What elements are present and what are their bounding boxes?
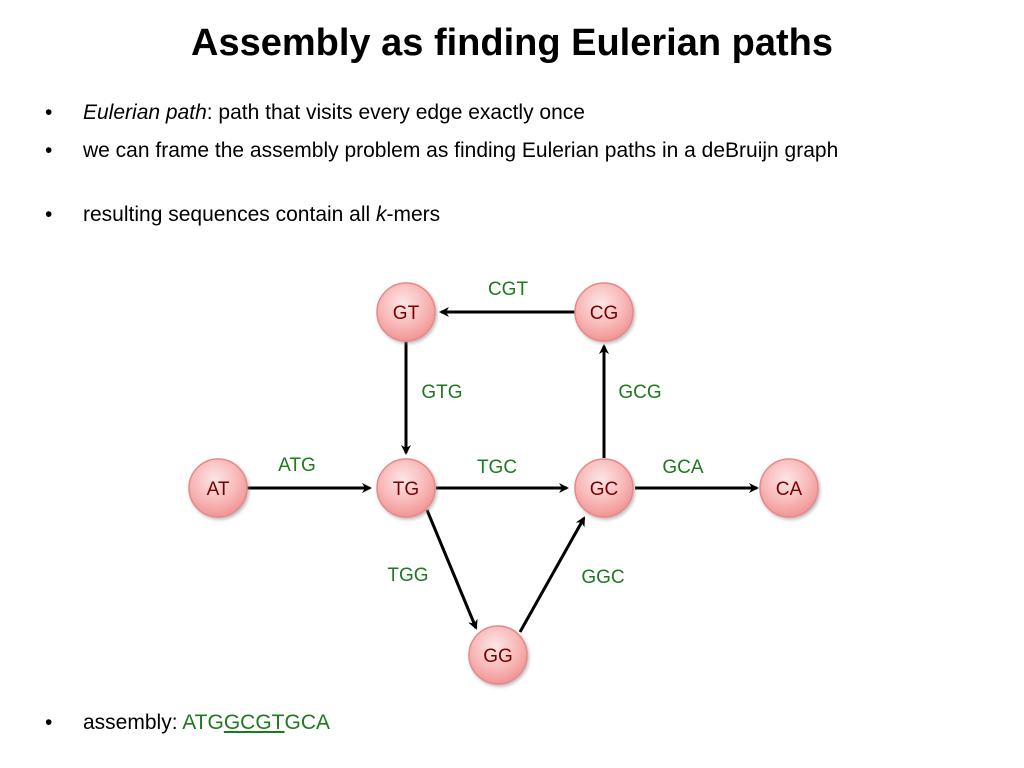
node-label-cg: CG [590,303,619,324]
node-gt: GT [376,282,436,342]
node-label-gc: GC [590,479,619,500]
edge-label-atg: ATG [278,455,316,476]
graph-nodes: AT TG GC CA GT CG GG [188,282,819,685]
bullet-marker: • [45,101,53,124]
assembly-seq-part-3: GCA [284,711,331,734]
assembly-seq-part-1: ATG [182,711,224,734]
bullet-eulerian-path: • Eulerian path: path that visits every … [45,100,933,126]
edge-arrow-ggc [518,516,586,633]
bullet-marker: • [45,711,53,734]
edge-label-gca: GCA [662,457,704,478]
bullet-kmers: • resulting sequences contain all k-mers [45,202,933,228]
edge-label-tgc: TGC [477,457,517,478]
graph-edges [247,307,759,633]
node-label-gg: GG [483,646,513,667]
eulerian-path-definition: : path that visits every edge exactly on… [206,101,585,124]
slide-title: Assembly as finding Eulerian paths [191,22,833,64]
eulerian-path-term: Eulerian path [83,101,207,124]
node-label-gt: GT [393,303,420,324]
kmers-text-post: -mers [386,203,441,226]
assembly-seq-cycle: GCGT [223,711,285,734]
edge-label-gtg: GTG [421,382,462,403]
frame-problem-text: we can frame the assembly problem as fin… [83,139,839,162]
bullet-marker: • [45,139,53,162]
edge-label-cgt: CGT [488,279,529,300]
edge-arrow-tgg [425,509,478,630]
node-at: AT [188,458,248,518]
edge-labels: ATG TGC GCA CGT GTG GCG TGG GGC [278,279,704,588]
node-gg: GG [468,625,528,685]
kmers-k: k [376,203,387,226]
kmers-text-pre: resulting sequences contain all [83,203,377,226]
node-label-at: AT [207,479,230,500]
assembly-label: assembly: [83,711,183,734]
node-label-tg: TG [393,479,419,500]
node-label-ca: CA [776,479,803,500]
bullet-assembly: • assembly: ATGGCGTGCA [45,710,933,736]
bullet-frame-problem: • we can frame the assembly problem as f… [45,138,933,164]
bullet-marker: • [45,203,53,226]
edge-label-ggc: GGC [581,567,624,588]
node-ca: CA [759,458,819,518]
node-tg: TG [376,458,436,518]
node-gc: GC [574,458,634,518]
edge-label-gcg: GCG [618,382,661,403]
edge-label-tgg: TGG [387,565,428,586]
node-cg: CG [574,282,634,342]
